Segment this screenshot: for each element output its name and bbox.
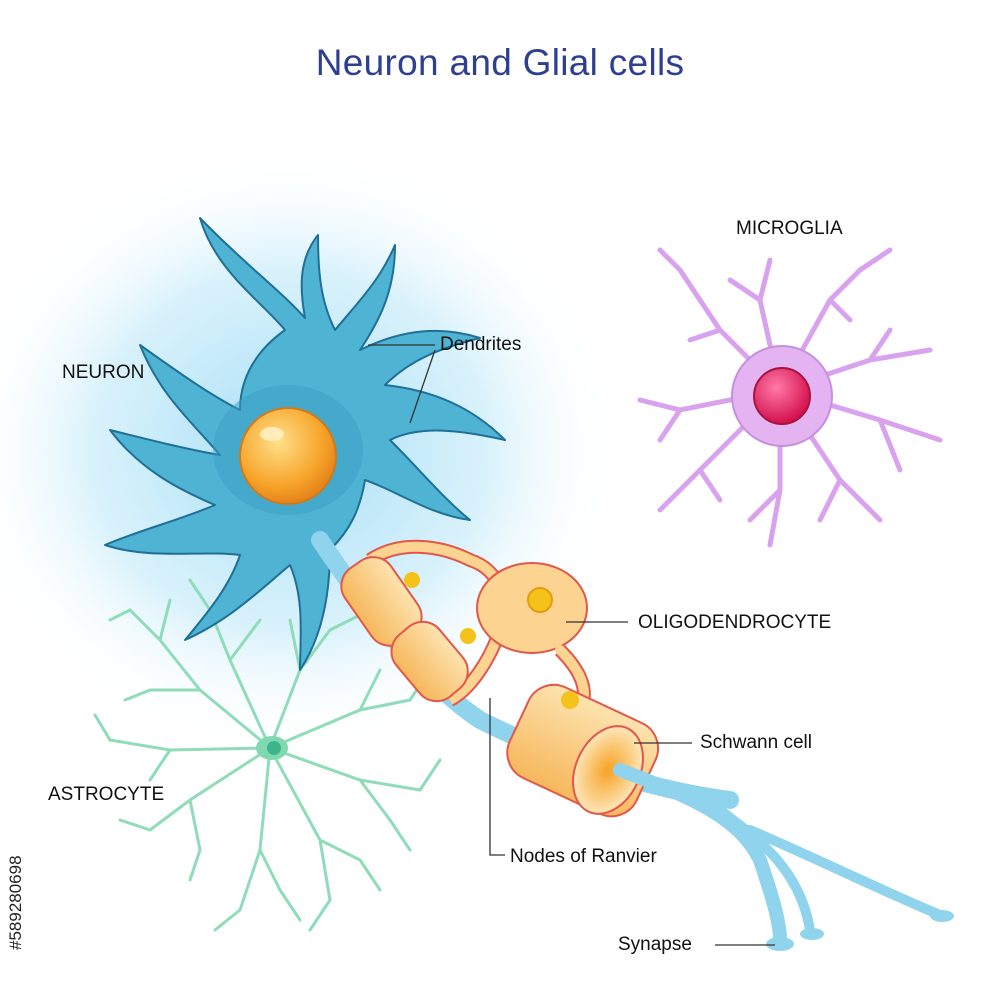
astrocyte-nucleus — [267, 741, 281, 755]
synapse-terminal — [766, 937, 794, 951]
label-astrocyte: ASTROCYTE — [48, 784, 165, 805]
leader-lines — [368, 344, 775, 946]
myelin-nucleus — [561, 691, 579, 709]
label-dendrites: Dendrites — [440, 334, 522, 355]
page-title: Neuron and Glial cells — [315, 42, 685, 83]
axon-terminal — [715, 805, 815, 935]
stock-watermark: #589280698 — [6, 855, 25, 950]
oligodendrocyte-nucleus — [527, 587, 553, 613]
synapse-terminal — [800, 928, 824, 940]
axon-terminal — [745, 825, 945, 920]
nucleus-highlight — [260, 427, 284, 441]
label-microglia: MICROGLIA — [736, 218, 843, 239]
label-synapse: Synapse — [618, 934, 692, 955]
myelin-nucleus — [404, 572, 420, 588]
synapse-terminal — [930, 910, 954, 922]
label-nodes-of-ranvier: Nodes of Ranvier — [510, 846, 657, 867]
label-neuron: NEURON — [62, 362, 145, 383]
label-oligodendrocyte: OLIGODENDROCYTE — [638, 612, 832, 633]
myelin-nucleus — [460, 628, 476, 644]
microglia-nucleus — [753, 367, 811, 425]
axon-terminal — [613, 763, 787, 947]
label-schwann-cell: Schwann cell — [700, 732, 812, 753]
neuron-nucleus — [239, 407, 337, 505]
astrocyte-cell — [93, 578, 442, 932]
